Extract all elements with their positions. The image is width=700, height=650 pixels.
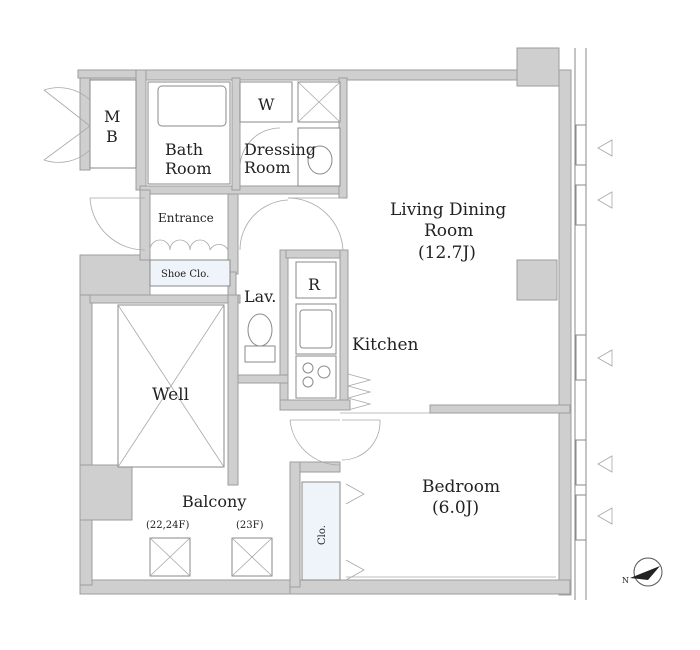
mb-doors [43,79,137,169]
fridge-label: R [308,275,321,294]
vent-right-label: (23F) [236,520,264,531]
bath-label-2: Room [165,159,211,178]
living-label-1: Living Dining [390,200,506,220]
bedroom-fixtures [289,412,556,581]
balcony-vents [149,537,273,577]
lav-label: Lav. [244,287,276,306]
closet-label: Clo. [317,525,328,545]
entrance-doors [89,197,344,251]
bedroom-label-2: (6.0J) [432,498,479,518]
mb-label-2: B [106,127,118,146]
compass-icon: N [622,557,663,587]
vent-left-label: (22,24F) [146,520,189,531]
dressing-room [239,81,341,187]
washer-label: W [258,95,275,114]
lavatory-fixtures [244,313,276,363]
well [117,304,225,468]
bath-label-1: Bath [165,140,203,159]
kitchen-label: Kitchen [352,335,418,355]
living-label-3: (12.7J) [418,243,476,263]
bedroom-label-1: Bedroom [422,477,500,497]
compass-label: N [622,576,629,585]
mb-label-1: M [104,107,120,126]
well-label: Well [152,385,189,405]
kitchen-fixtures [295,261,372,411]
windows [575,124,613,541]
dressing-label-2: Room [244,158,290,177]
bath-room [147,81,231,185]
entrance-label: Entrance [158,211,214,225]
closet-box [301,481,341,581]
shoe-closet-label: Shoe Clo. [161,269,209,280]
balcony-label: Balcony [182,492,246,511]
shoe-closet [149,259,231,287]
dressing-label-1: Dressing [244,140,316,159]
living-label-2: Room [424,221,473,241]
